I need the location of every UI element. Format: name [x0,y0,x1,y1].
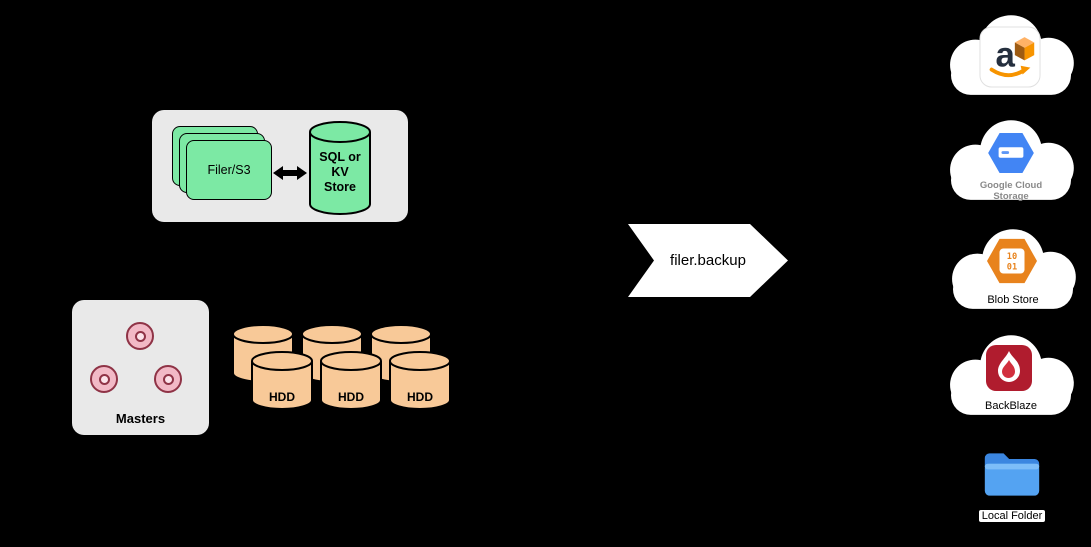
hdd-label: HDD [269,390,295,404]
hdd-label: HDD [407,390,433,404]
azure-digits-top: 10 [1007,252,1017,262]
cylinder-icon [251,351,313,410]
masters-panel: Masters [72,300,209,435]
aws-letter: a [995,36,1015,75]
local-folder-icon [984,453,1040,496]
cylinder-icon [309,121,371,215]
master-node-core [162,373,174,385]
master-node-icon [126,322,154,350]
filer-label: Filer/S3 [207,163,251,177]
filer-backup-arrow: filer.backup [627,223,789,298]
backblaze-icon [986,345,1032,391]
cylinder-icon [320,351,382,410]
masters-label: Masters [115,411,166,426]
blob-store-label: Blob Store [987,294,1039,306]
azure-digits-bottom: 01 [1007,263,1017,273]
filer-node: Filer/S3 [186,140,272,200]
cloud-shape-gcs [950,120,1074,200]
google-cloud-storage-icon [988,133,1034,173]
master-node-core [98,373,110,385]
volume-cylinder-hdd: HDD [388,351,452,411]
aws-icon: a [979,26,1041,88]
bidirectional-arrow-icon [273,166,307,180]
local-folder-label: Local Folder [978,510,1046,522]
chevron-arrow-icon [628,224,788,297]
master-node-icon [154,365,182,393]
volume-cylinder-hdd: HDD [250,351,314,411]
filer-backup-label: filer.backup [670,252,746,269]
sql-kv-store-node: SQL or KV Store [308,120,372,216]
filer-stack: Filer/S3 [172,126,274,204]
cylinder-icon [389,351,451,410]
master-node-core [134,330,146,342]
sql-kv-store-label: SQL or KV Store [319,150,361,194]
volume-cylinder-hdd: HDD [319,351,383,411]
master-node-icon [90,365,118,393]
backblaze-label: BackBlaze [985,400,1037,412]
google-cloud-storage-label: Google Cloud Storage [979,180,1043,202]
local-folder-label-wrap: Local Folder [937,506,1087,524]
azure-blob-store-icon: 10 01 [987,238,1037,284]
hdd-label: HDD [338,390,364,404]
filer-group-panel: Filer/S3 SQL or KV Store [152,110,408,222]
